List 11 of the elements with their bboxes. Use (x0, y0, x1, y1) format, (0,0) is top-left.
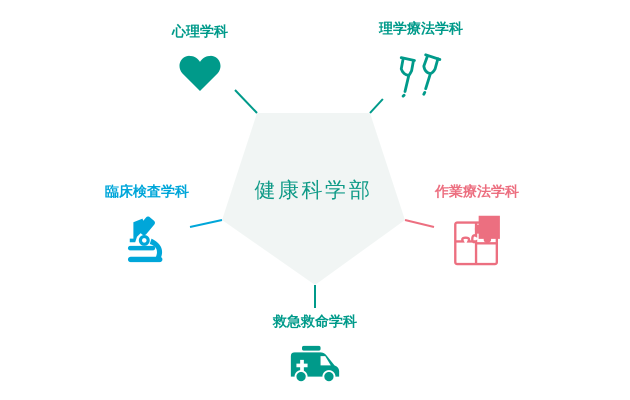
connector-line (369, 98, 384, 114)
faculty-title: 健康科学部 (254, 177, 374, 204)
connector-line (234, 89, 258, 114)
department-label: 理学療法学科 (379, 20, 463, 39)
connector-line (314, 285, 316, 308)
department-label: 心理学科 (172, 22, 228, 42)
department-label: 作業療法学科 (435, 183, 519, 202)
connector-line (190, 219, 222, 228)
department-label: 臨床検査学科 (105, 182, 189, 202)
connector-line (404, 219, 434, 228)
department-label: 救急救命学科 (273, 313, 357, 332)
